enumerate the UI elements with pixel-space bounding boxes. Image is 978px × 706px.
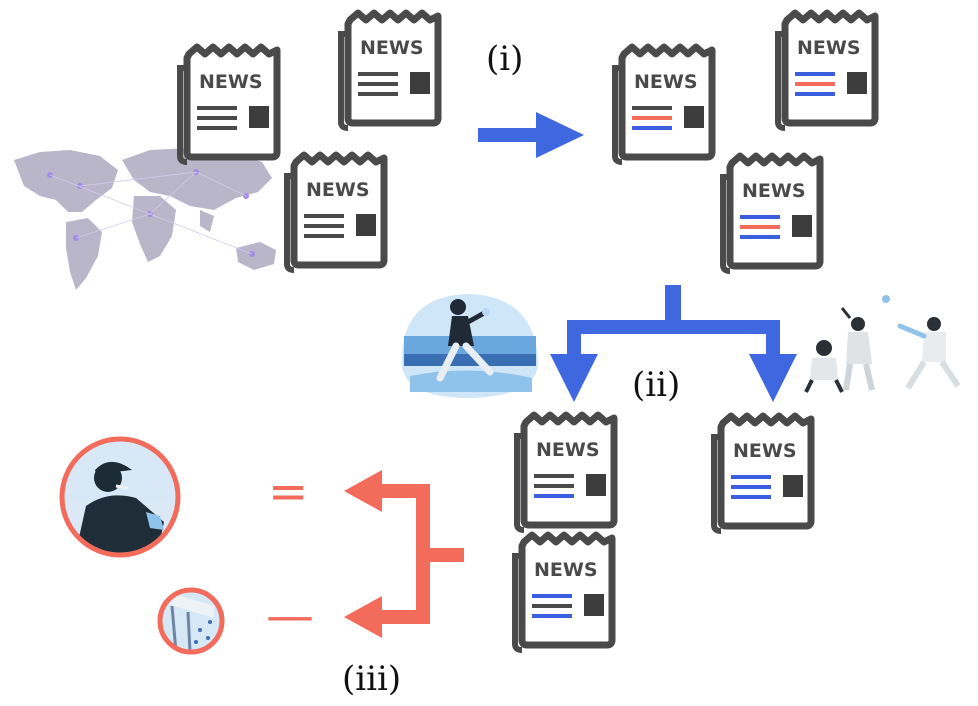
news-label: NEWS [797,37,861,59]
newspaper-icon-2: NEWS [341,13,438,128]
batter-closeup-circle [59,436,181,558]
newspaper-icon-8: NEWS [714,416,811,531]
split-arrow-step2 [550,285,797,402]
news-label: NEWS [733,440,797,462]
news-label: NEWS [634,71,698,93]
equal-sign: = [268,464,308,520]
unequal-dash: — [266,588,314,644]
step-label-3: (ⅲ) [342,659,401,699]
newspaper-icon-1: NEWS [180,47,277,162]
news-label: NEWS [534,559,598,581]
world-map [14,148,276,290]
step-label-1: (ⅰ) [486,39,523,79]
newspaper-icon-7: NEWS [517,415,614,530]
batting-scene-illustration [804,295,961,393]
pitcher-illustration [401,294,539,398]
news-label: NEWS [360,37,424,59]
news-label: NEWS [306,179,370,201]
news-label: NEWS [199,71,263,93]
news-label: NEWS [742,180,806,202]
newspaper-icon-4: NEWS [615,47,712,162]
merge-arrow-step3 [344,470,464,638]
detail-closeup-circle [157,587,225,655]
news-label: NEWS [536,439,600,461]
step-label-2: (ⅱ) [632,365,680,405]
newspaper-icon-3: NEWS [287,155,384,270]
newspaper-icon-5: NEWS [778,13,875,128]
arrow-right-step1 [478,112,584,158]
newspaper-icon-9: NEWS [515,535,612,650]
newspaper-icon-6: NEWS [723,156,820,271]
map-links [49,171,253,255]
